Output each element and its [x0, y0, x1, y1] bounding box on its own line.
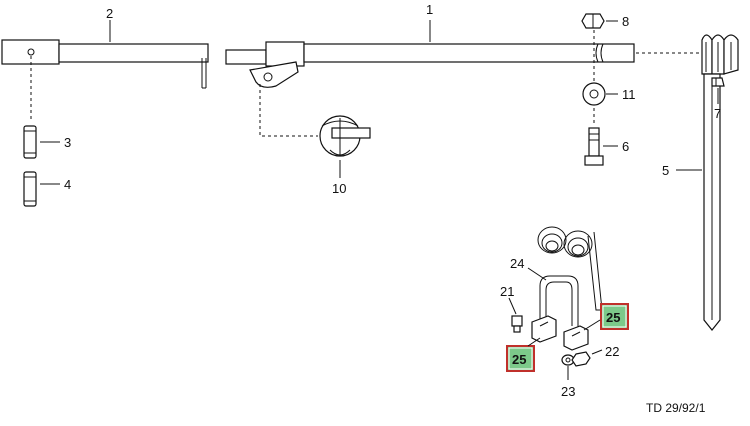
callout-4: 4 [64, 177, 71, 192]
part-25-clamp-right[interactable] [563, 325, 589, 351]
part-22-nut[interactable] [571, 351, 591, 367]
callout-5: 5 [662, 163, 669, 178]
part-2-tube[interactable] [1, 39, 209, 89]
part-25-clamp-left[interactable] [531, 315, 557, 343]
part-24-coil-tine[interactable] [537, 226, 603, 311]
callout-3: 3 [64, 135, 71, 150]
drawing-reference: TD 29/92/1 [646, 401, 706, 415]
callout-2: 2 [106, 6, 113, 21]
part-3-pin[interactable] [23, 125, 37, 159]
callout-22: 22 [605, 344, 619, 359]
callout-1: 1 [426, 2, 433, 17]
callout-11: 11 [622, 87, 636, 102]
part-21-bolt[interactable] [511, 315, 523, 333]
callout-24: 24 [510, 256, 524, 271]
callout-6: 6 [622, 139, 629, 154]
part-8-nut[interactable] [581, 13, 605, 29]
callout-21: 21 [500, 284, 514, 299]
callout-10: 10 [332, 181, 346, 196]
part-6-bolt[interactable] [584, 127, 604, 166]
part-11-washer[interactable] [582, 82, 606, 106]
callout-7: 7 [714, 106, 721, 121]
part-24-u-bolt[interactable] [539, 275, 579, 328]
part-1-main-tube[interactable] [225, 41, 635, 88]
callout-25-left: 25 [512, 352, 526, 367]
callout-25-right: 25 [606, 310, 620, 325]
callout-23: 23 [561, 384, 575, 399]
part-5-spring-tine[interactable] [701, 34, 739, 331]
callout-8: 8 [622, 14, 629, 29]
part-10-lynch-pin[interactable] [319, 115, 371, 157]
part-7-clip[interactable] [711, 77, 725, 87]
callout-25-right-badge[interactable]: 25 [600, 303, 629, 330]
callout-25-left-badge[interactable]: 25 [506, 345, 535, 372]
part-4-pin[interactable] [23, 171, 37, 207]
